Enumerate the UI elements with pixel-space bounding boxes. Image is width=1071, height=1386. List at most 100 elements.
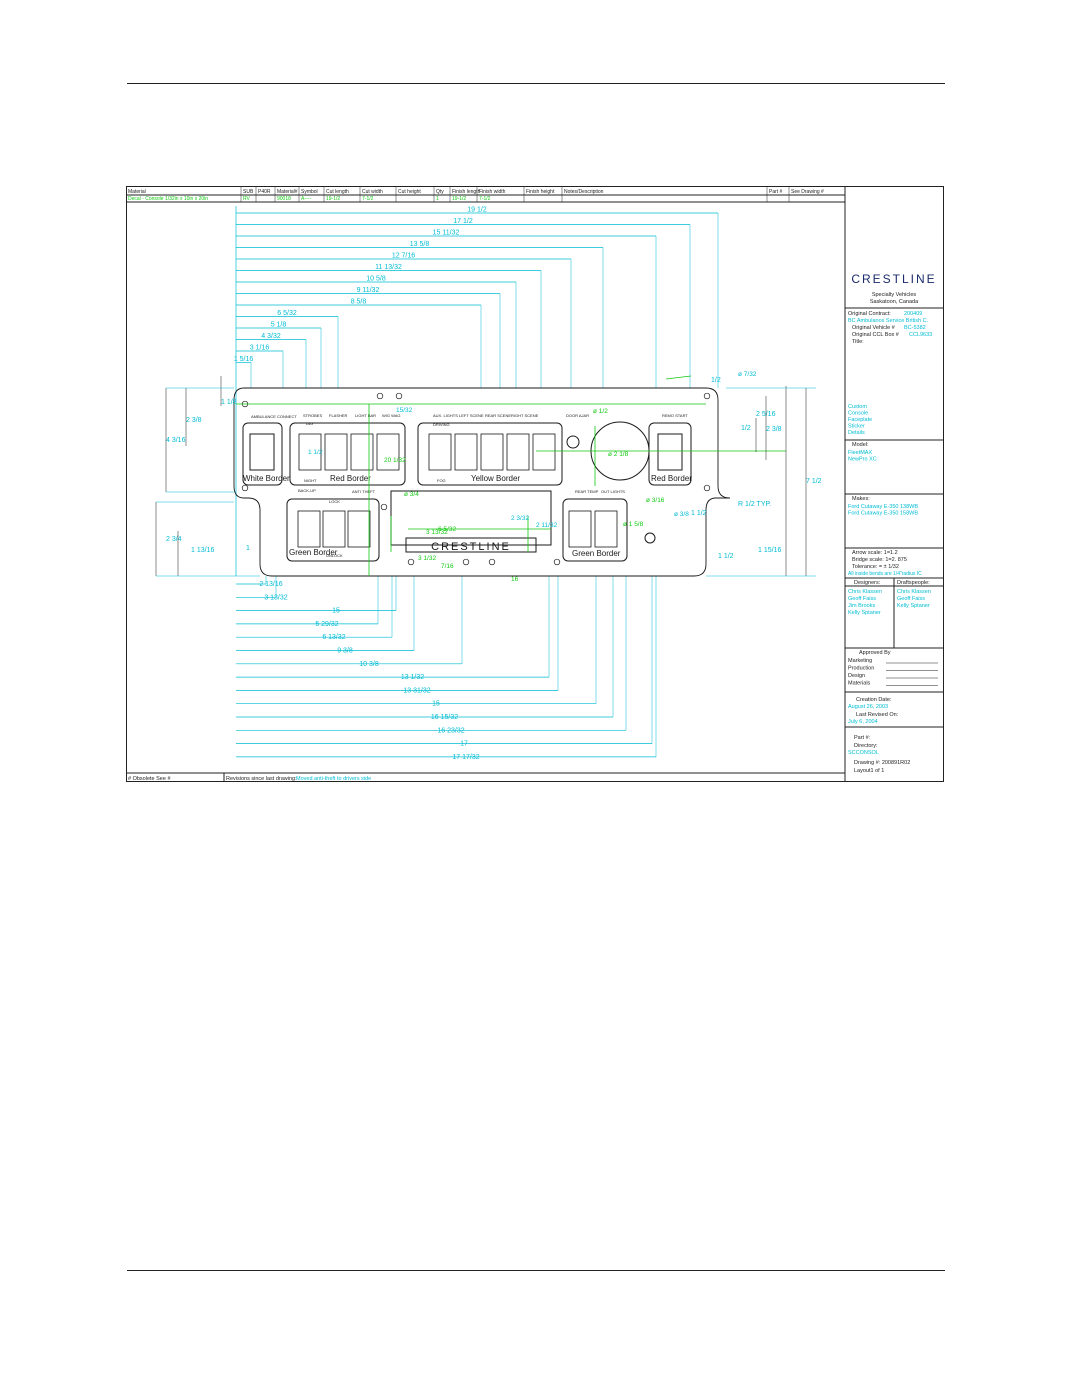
dim-label: 11 13/32	[375, 264, 402, 271]
bridge-scale: Bridge scale: 1=2. 875	[852, 557, 907, 563]
dim-label: 2 13/16	[259, 581, 282, 588]
dim-label: 17 17/32	[452, 754, 479, 761]
panel-label-r-typ: R 1/2 TYP.	[738, 501, 771, 508]
rocker-switch	[298, 433, 322, 471]
dim-label: 13 5/8	[410, 241, 430, 248]
dim-label: 15	[432, 701, 440, 708]
title-line: Sticker	[848, 424, 865, 430]
dim-label: 16 23/32	[437, 727, 464, 734]
panel-label-light-bar: LIGHT BAR	[355, 413, 376, 418]
red-switch-2	[657, 433, 683, 471]
orig-contract-value: 200409	[904, 311, 922, 317]
mount-hole	[703, 484, 711, 492]
revised-label: Last Revised On:	[856, 712, 899, 718]
panel-label-unlock: UNLOCK	[326, 553, 343, 558]
header-col: Material	[128, 189, 146, 195]
misc-dim-label: ø 3/4	[404, 491, 419, 498]
title-line: Details	[848, 430, 865, 436]
rocker-switch	[347, 510, 371, 548]
mount-hole	[395, 392, 403, 400]
panel-label-wig-wag: WIG WAG	[382, 413, 401, 418]
misc-dim-label: ø 2 1/8	[608, 451, 629, 458]
dim-label: 19 1/2	[467, 207, 487, 214]
drawing-number: Drawing #: 200891R02	[854, 760, 910, 766]
layout-label: Layout1 of 1	[854, 768, 884, 774]
panel-label-remote-start: REMO START	[662, 413, 688, 418]
side-dim-label: 1/2	[741, 425, 751, 432]
rocker-switch	[350, 433, 374, 471]
creation-date: August 26, 2003	[848, 704, 888, 710]
panel-label-ambulance: AMBULANCE CONNECT	[251, 414, 297, 419]
approved-label: Approved By	[859, 650, 891, 656]
model-label: Model:	[852, 442, 869, 448]
white-switch	[249, 433, 275, 471]
title-line: Custom	[848, 404, 867, 410]
designer-name: Kelly Sptaner	[848, 610, 881, 616]
draftsperson-name: Kelly Sptaner	[897, 603, 930, 609]
logo-recess	[405, 537, 537, 553]
panel-label-lock: LOCK	[329, 499, 340, 504]
red-border-panel	[289, 422, 406, 486]
orig-ccl-label: Original CCL Box #	[852, 332, 900, 338]
header-col: Finish width	[479, 189, 506, 195]
mount-hole	[553, 558, 561, 566]
mount-hole	[462, 558, 470, 566]
dim-label: 8 5/8	[351, 299, 367, 306]
rocker-switch	[594, 510, 618, 548]
misc-dim-label: ø 3/8	[674, 511, 689, 518]
misc-dim-label: ø 1 5/8	[623, 521, 644, 528]
make-line: Ford Cutaway E-350 158WB	[848, 511, 918, 517]
header-col: Cut height	[398, 189, 421, 195]
header-value: 19-1/2	[452, 196, 466, 202]
dim-label: 6 5/32	[277, 310, 297, 317]
rocker-switch	[568, 510, 592, 548]
model-line: FleetMAX	[848, 450, 872, 456]
faceplate-logo: CRESTLINE	[431, 541, 511, 553]
dim-label: 3 13/32	[264, 594, 287, 601]
directory-value: SCCONSOL	[848, 750, 879, 756]
panel-label-green-border: Green Border	[289, 548, 338, 557]
mount-hole	[488, 558, 496, 566]
tolerance: Tolerance: = ± 1/32	[852, 564, 899, 570]
dim-label: 17	[460, 741, 468, 748]
misc-dim-label: ø 3/16	[646, 497, 665, 504]
header-col: Notes/Description	[564, 189, 604, 195]
dim-label: 1 5/16	[234, 356, 254, 363]
mount-hole	[380, 503, 388, 511]
company-location: Saskatoon, Canada	[870, 299, 919, 305]
designer-name: Geoff Faiss	[848, 596, 876, 602]
header-value: A----	[301, 196, 311, 202]
panel-label-strobes: STROBES	[303, 413, 322, 418]
misc-dim-label: ø 1/2	[593, 408, 608, 415]
side-dim-label: 2 3/8	[766, 426, 782, 433]
directory-label: Directory:	[854, 743, 878, 749]
drawing-frame	[126, 186, 944, 782]
bottom-rule	[127, 1270, 945, 1271]
rocker-switch	[480, 433, 504, 471]
dim-label: 9 3/8	[337, 648, 353, 655]
orig-vehicle-value: BC-5382	[904, 325, 926, 331]
draftspeople-label: Draftspeople:	[897, 580, 930, 586]
orig-contract-label: Original Contract:	[848, 311, 891, 317]
panel-label-door-ajar: DOOR AJAR	[566, 413, 589, 418]
header-value: 19-1/2	[326, 196, 340, 202]
header-col: Part #	[769, 189, 783, 195]
draftsperson-name: Chris Klassen	[897, 589, 931, 595]
header-col: Finish length	[452, 189, 481, 195]
title-line: Faceplate	[848, 417, 872, 423]
header-value: 7-1/2	[479, 196, 491, 202]
dim-label: 13 31/32	[403, 687, 430, 694]
header-value: 90018	[277, 196, 291, 202]
misc-dim-label: 2 11/32	[536, 522, 558, 529]
mount-hole	[376, 392, 384, 400]
dim-label: 9 11/32	[357, 287, 380, 294]
revised-date: July 6, 2004	[848, 719, 878, 725]
makes-label: Makes:	[852, 496, 870, 502]
dim-label: 3 1/16	[250, 345, 270, 352]
dim-label: 5 29/32	[315, 621, 338, 628]
side-dim-label: 1 1/2	[718, 553, 734, 560]
side-dim-label: 1/2	[711, 377, 721, 384]
rocker-switch	[322, 510, 346, 548]
panel-label-day: DAY	[306, 421, 314, 426]
rocker-switch	[297, 510, 321, 548]
